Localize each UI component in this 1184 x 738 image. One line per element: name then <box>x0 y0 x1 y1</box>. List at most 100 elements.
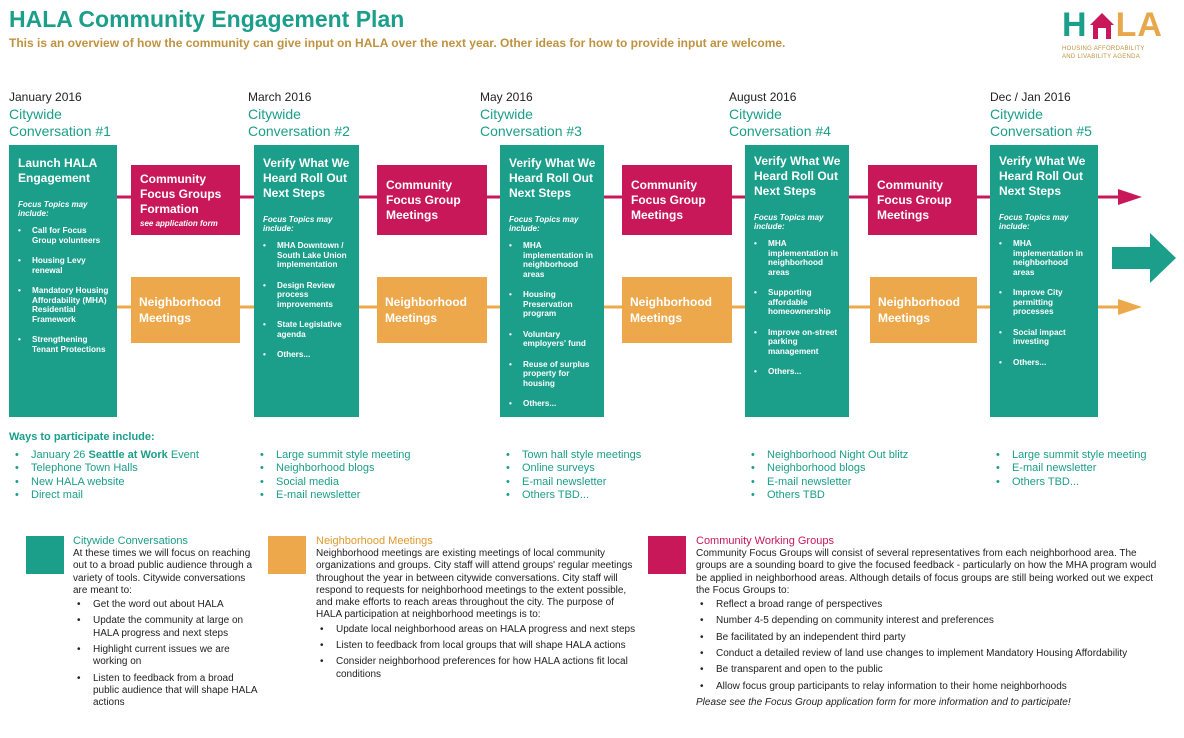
ways-item: E-mail newsletter <box>500 476 641 490</box>
column-conversation-label: Citywide <box>9 106 62 122</box>
ways-item-text: January 26 <box>31 449 89 461</box>
house-icon <box>1089 11 1115 41</box>
logo-tagline-2: AND LIVABILITY AGENDA <box>1062 53 1141 60</box>
ways-item: New HALA website <box>9 476 199 490</box>
column-date: May 2016 <box>480 90 533 104</box>
focus-topics-label: Focus Topics may include: <box>509 215 579 233</box>
neighborhood-box-2: Neighborhood Meetings <box>377 277 487 343</box>
citywide-legend: Citywide Conversations At these times we… <box>73 535 258 714</box>
focus-topic-item: Improve City permitting processes <box>999 288 1091 317</box>
legend-item: Consider neighborhood preferences for ho… <box>316 656 636 681</box>
focus-topic-item: MHA implementation in neighborhood areas <box>999 239 1091 277</box>
ways-list-3: Town hall style meetings Online surveys … <box>500 449 641 502</box>
legend-title: Community Working Groups <box>696 535 834 547</box>
ways-list-4: Neighborhood Night Out blitz Neighborhoo… <box>745 449 908 502</box>
legend-item: Reflect a broad range of perspectives <box>696 599 1166 612</box>
citywide-box-5: Verify What We Heard Roll Out Next Steps… <box>990 145 1098 417</box>
ways-item: Town hall style meetings <box>500 449 641 463</box>
column-conversation-number: Conversation #1 <box>9 123 111 139</box>
column-header-3: May 2016 Citywide Conversation #3 <box>480 89 582 140</box>
ways-to-participate-title: Ways to participate include: <box>9 431 155 443</box>
ways-item-text: Event <box>167 449 199 461</box>
focus-topic-item: Strengthening Tenant Protections <box>18 335 110 354</box>
focus-group-box-2: Community Focus Group Meetings <box>377 165 487 235</box>
focus-group-box-1: Community Focus Groups Formation see app… <box>131 165 240 235</box>
citywide-box-1: Launch HALA Engagement Focus Topics may … <box>9 145 117 417</box>
column-date: January 2016 <box>9 90 82 104</box>
column-conversation-number: Conversation #5 <box>990 123 1092 139</box>
ways-item: Large summit style meeting <box>990 449 1147 463</box>
legend-item: Be facilitated by an independent third p… <box>696 632 1166 645</box>
column-header-1: January 2016 Citywide Conversation #1 <box>9 89 111 140</box>
column-conversation-number: Conversation #4 <box>729 123 831 139</box>
focus-group-subtitle: see application form <box>140 219 218 228</box>
focus-topic-item: Others... <box>263 350 352 360</box>
focus-topics-label: Focus Topics may include: <box>999 213 1069 231</box>
hala-logo: H LA HOUSING AFFORDABILITY AND LIVABILIT… <box>1062 6 1174 66</box>
ways-item: Large summit style meeting <box>254 449 411 463</box>
legend-text: Community Focus Groups will consist of s… <box>696 548 1157 596</box>
legend-title: Neighborhood Meetings <box>316 535 433 547</box>
focus-topic-item: Social impact investing <box>999 328 1091 347</box>
citywide-box-4: Verify What We Heard Roll Out Next Steps… <box>745 145 849 417</box>
ways-item: E-mail newsletter <box>254 489 411 503</box>
focus-topic-item: Design Review process improvements <box>263 281 352 310</box>
column-date: August 2016 <box>729 90 797 104</box>
ways-list-1: January 26 Seattle at Work Event Telepho… <box>9 449 199 502</box>
neighborhood-box-label: Neighborhood Meetings <box>878 295 960 325</box>
focus-group-title: Community Focus Group Meetings <box>386 177 461 222</box>
column-conversation-label: Citywide <box>990 106 1043 122</box>
logo-letters-la: LA <box>1115 6 1163 44</box>
focus-topic-item: Others... <box>999 358 1091 368</box>
ways-item: Neighborhood blogs <box>254 462 411 476</box>
focus-topics-label: Focus Topics may include: <box>263 215 333 233</box>
citywide-legend-swatch <box>26 536 64 574</box>
legend-item: Highlight current issues we are working … <box>73 644 258 669</box>
ways-list-5: Large summit style meeting E-mail newsle… <box>990 449 1147 489</box>
legend-item: Allow focus group participants to relay … <box>696 681 1166 694</box>
ways-list-2: Large summit style meeting Neighborhood … <box>254 449 411 502</box>
ways-item: Neighborhood blogs <box>745 462 908 476</box>
logo-letter-h: H <box>1062 6 1088 44</box>
column-header-5: Dec / Jan 2016 Citywide Conversation #5 <box>990 89 1092 140</box>
focus-topic-item: Reuse of surplus property for housing <box>509 360 597 389</box>
ways-item: E-mail newsletter <box>990 462 1147 476</box>
column-conversation-label: Citywide <box>480 106 533 122</box>
focus-topic-item: MHA implementation in neighborhood areas <box>509 241 597 279</box>
page-subtitle: This is an overview of how the community… <box>9 36 786 50</box>
citywide-box-title: Launch HALA Engagement <box>18 156 97 185</box>
column-date: Dec / Jan 2016 <box>990 90 1071 104</box>
focus-topic-item: State Legislative agenda <box>263 320 352 339</box>
neighborhood-box-4: Neighborhood Meetings <box>870 277 977 343</box>
citywide-box-title: Verify What We Heard Roll Out Next Steps <box>754 154 841 198</box>
ways-item: Direct mail <box>9 489 199 503</box>
legend-item: Listen to feedback from local groups tha… <box>316 640 636 653</box>
focus-topics-label: Focus Topics may include: <box>18 200 88 218</box>
legend-note: Please see the Focus Group application f… <box>696 696 1071 708</box>
neighborhood-box-3: Neighborhood Meetings <box>622 277 732 343</box>
legend-text: Neighborhood meetings are existing meeti… <box>316 548 633 621</box>
citywide-box-title: Verify What We Heard Roll Out Next Steps <box>999 154 1086 198</box>
ways-item: Social media <box>254 476 411 490</box>
focus-topic-item: Voluntary employers' fund <box>509 330 597 349</box>
focus-topic-item: Call for Focus Group volunteers <box>18 226 110 245</box>
focus-topic-item: MHA Downtown / South Lake Union implemen… <box>263 241 352 270</box>
working-groups-legend: Community Working Groups Community Focus… <box>696 535 1166 709</box>
logo-tagline-1: HOUSING AFFORDABILITY <box>1062 46 1145 52</box>
legend-item: Get the word out about HALA <box>73 599 258 612</box>
focus-topic-item: Mandatory Housing Affordability (MHA) Re… <box>18 286 110 324</box>
page-title: HALA Community Engagement Plan <box>9 6 405 32</box>
citywide-box-3: Verify What We Heard Roll Out Next Steps… <box>500 145 604 417</box>
focus-topic-item: Housing Levy renewal <box>18 256 110 275</box>
citywide-box-title: Verify What We Heard Roll Out Next Steps <box>509 156 596 200</box>
ways-item: E-mail newsletter <box>745 476 908 490</box>
focus-topic-item: Supporting affordable homeownership <box>754 288 842 317</box>
legend-item: Listen to feedback from a broad public a… <box>73 673 258 710</box>
ways-item: Telephone Town Halls <box>9 462 199 476</box>
neighborhood-box-label: Neighborhood Meetings <box>630 295 712 325</box>
legend-item: Update the community at large on HALA pr… <box>73 615 258 640</box>
column-conversation-label: Citywide <box>248 106 301 122</box>
legend-item: Conduct a detailed review of land use ch… <box>696 648 1166 661</box>
ways-item: Others TBD... <box>500 489 641 503</box>
neighborhood-legend-swatch <box>268 536 306 574</box>
